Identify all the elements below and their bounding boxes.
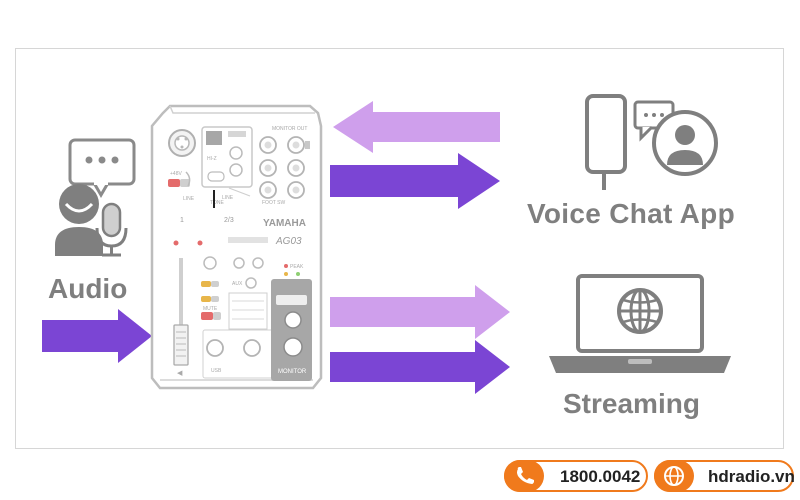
svg-text:◀: ◀ (177, 370, 183, 377)
website-url: hdradio.vn (708, 467, 795, 486)
svg-text:MONITOR OUT: MONITOR OUT (272, 126, 307, 132)
svg-text:HI-Z: HI-Z (207, 156, 217, 162)
hotline-badge[interactable]: 1800.0042 (504, 460, 648, 492)
mixer-device: +48V LINE HI-Z TONE LINE 2/3 1 MONITOR O… (150, 104, 323, 390)
website-badge[interactable]: hdradio.vn (654, 460, 795, 492)
svg-text:TONE: TONE (210, 200, 224, 206)
svg-text:AUX: AUX (232, 281, 243, 287)
voice-chat-label: Voice Chat App (527, 198, 735, 229)
stream-return-arrow (330, 285, 510, 339)
voice-return-arrow (333, 101, 500, 153)
stream-send-arrow (330, 340, 510, 394)
hotline-number: 1800.0042 (560, 467, 641, 486)
svg-text:2/3: 2/3 (224, 217, 234, 224)
streaming-label: Streaming (563, 388, 700, 419)
phone-icon (504, 460, 544, 492)
svg-text:MONITOR: MONITOR (278, 369, 307, 375)
svg-text:PEAK: PEAK (290, 264, 304, 270)
chat-avatar-icon (652, 110, 718, 176)
channel-fader (173, 324, 189, 366)
audio-in-arrow (42, 309, 152, 363)
svg-text:+48V: +48V (170, 171, 182, 177)
speech-bubble-icon (68, 138, 136, 198)
svg-text:YAMAHA: YAMAHA (263, 218, 306, 229)
person-icon (55, 184, 103, 256)
svg-text:AG03: AG03 (275, 236, 302, 247)
svg-text:USB: USB (211, 368, 222, 374)
svg-text:LINE: LINE (222, 195, 234, 201)
svg-text:LINE: LINE (183, 196, 195, 202)
svg-text:MUTE: MUTE (203, 306, 218, 312)
globe-icon (617, 288, 663, 334)
svg-text:FOOT SW: FOOT SW (262, 200, 286, 206)
voice-send-arrow (330, 153, 500, 209)
globe-small-icon (654, 460, 694, 492)
audio-label: Audio (48, 273, 128, 304)
svg-text:1: 1 (180, 217, 184, 224)
smartphone-icon (585, 94, 627, 190)
microphone-icon (95, 202, 128, 257)
